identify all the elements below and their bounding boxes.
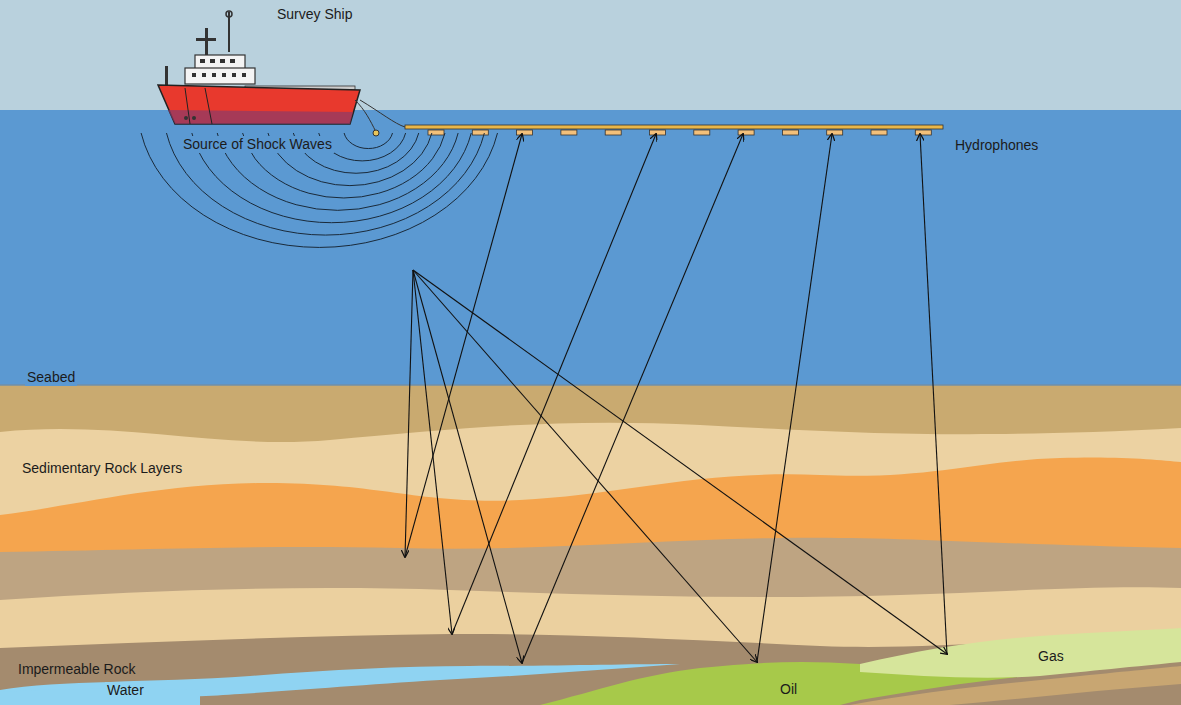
streamer [405,125,943,129]
tow-cable [360,100,405,127]
source-label: Source of Shock Waves [181,136,334,153]
gas-label: Gas [1036,648,1066,665]
hydrophone-array [428,130,931,135]
orange-layer [0,457,1181,705]
hydrophone [428,130,444,135]
hydrophone-label: Hydrophones [953,137,1040,154]
hydrophone [694,130,710,135]
sea [0,110,1181,387]
seabed-layer [0,385,1181,705]
hydrophone [517,130,533,135]
hydrophone [561,130,577,135]
sediment-layer [0,587,1181,705]
ship-label: Survey Ship [275,6,354,23]
hydrophone [605,130,621,135]
brown-layer [0,538,1181,705]
rock-layer [850,666,1181,705]
seabed-label: Seabed [25,369,77,386]
wavefront [344,133,392,149]
ray-paths [405,134,947,663]
source-cable [355,100,376,132]
wavefront [166,133,484,235]
wavefronts [141,133,497,247]
hydrophone [782,130,798,135]
oil-label: Oil [778,681,799,698]
hydrophone [738,130,754,135]
rock-layer [950,684,1181,705]
seabed-line [0,384,1181,386]
hydrophone [827,130,843,135]
water-label: Water [105,682,146,699]
hydrophone [871,130,887,135]
hydrophone [650,130,666,135]
hydrophone [915,130,931,135]
hydrophone [472,130,488,135]
shock-source [373,130,379,136]
water-region [0,689,200,705]
sediment-layer [0,423,1181,705]
layer-label: Sedimentary Rock Layers [20,460,184,477]
wavefront [141,133,497,247]
survey-ship [158,11,360,124]
rock-label: Impermeable Rock [16,661,138,678]
gas-region [860,628,1181,678]
